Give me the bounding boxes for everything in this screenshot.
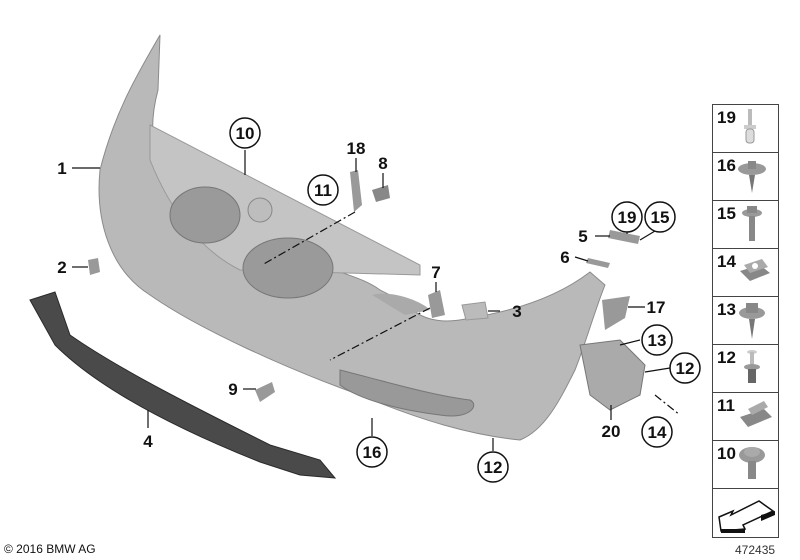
legend-number: 13	[717, 300, 736, 319]
callout-circle	[641, 324, 673, 356]
callout-number: 15	[651, 208, 670, 227]
callout-circle	[669, 352, 701, 384]
diagram-number: 472435	[735, 543, 776, 557]
callout-15[interactable]: 15	[644, 201, 676, 233]
legend-number: 14	[717, 252, 736, 271]
callout-number: 19	[618, 208, 637, 227]
callout-circle	[356, 436, 388, 468]
bracket-part-9[interactable]	[255, 382, 275, 402]
legend-number: 11	[717, 396, 735, 415]
holder-part-5[interactable]	[608, 230, 640, 244]
rivet-icon	[744, 109, 756, 144]
callout-number: 11	[314, 181, 332, 200]
pan-head-screw-icon	[739, 447, 765, 479]
callout-19[interactable]: 19	[611, 201, 643, 233]
callout-16[interactable]: 16	[356, 436, 388, 468]
callout-number: 2	[57, 258, 66, 277]
callout-number: 4	[143, 432, 153, 451]
callout-9[interactable]: 9	[228, 380, 237, 399]
callout-number: 12	[484, 458, 503, 477]
callout-18[interactable]: 18	[347, 139, 366, 158]
holder-part-6[interactable]	[586, 258, 610, 268]
callout-number: 10	[236, 124, 255, 143]
callout-14[interactable]: 14	[641, 416, 673, 448]
legend-item-14[interactable]: 14	[712, 248, 779, 296]
callout-circle	[611, 201, 643, 233]
callout-4[interactable]: 4	[143, 432, 153, 451]
callout-number: 13	[648, 331, 667, 350]
callout-number: 16	[363, 443, 382, 462]
callout-number: 14	[648, 423, 667, 442]
hex-washer-screw-icon	[739, 303, 765, 339]
copyright: © 2016 BMW AG	[4, 542, 96, 556]
legend-number: 19	[717, 108, 736, 127]
callout-7[interactable]: 7	[431, 263, 440, 282]
callout-11[interactable]: 11	[307, 174, 339, 206]
fastener-legend: 19 16 15 14 13 12 11 10	[712, 104, 779, 538]
callout-2[interactable]: 2	[57, 258, 66, 277]
callout-circle	[307, 174, 339, 206]
callout-number: 9	[228, 380, 237, 399]
callout-12[interactable]: 12	[477, 451, 509, 483]
callout-number: 8	[378, 154, 387, 173]
bracket-part-7[interactable]	[428, 290, 445, 318]
callout-number: 12	[676, 359, 695, 378]
legend-number: 12	[717, 348, 736, 367]
callout-number: 1	[57, 159, 66, 178]
callout-8[interactable]: 8	[378, 154, 387, 173]
callout-6[interactable]: 6	[560, 248, 569, 267]
callout-number: 5	[578, 227, 587, 246]
callout-number: 3	[512, 302, 521, 321]
bracket-part-18[interactable]	[350, 170, 362, 212]
callout-number: 18	[347, 139, 366, 158]
callout-12[interactable]: 12	[669, 352, 701, 384]
legend-item-10[interactable]: 10	[712, 440, 779, 488]
legend-number: 15	[717, 204, 736, 223]
cover-part-3[interactable]	[461, 301, 489, 321]
legend-item-12[interactable]: 12	[712, 344, 779, 392]
legend-item-16[interactable]: 16	[712, 152, 779, 200]
callout-number: 20	[602, 422, 621, 441]
legend-item-19[interactable]: 19	[712, 104, 779, 152]
legend-item-13[interactable]: 13	[712, 296, 779, 344]
callout-number: 7	[431, 263, 440, 282]
callout-17[interactable]: 17	[647, 298, 666, 317]
bracket-part-2[interactable]	[88, 258, 100, 275]
callout-5[interactable]: 5	[578, 227, 587, 246]
legend-number: 10	[717, 444, 736, 463]
callout-3[interactable]: 3	[512, 302, 521, 321]
bracket-part-20[interactable]	[579, 339, 646, 411]
callout-number: 17	[647, 298, 666, 317]
clip-nut-icon	[740, 259, 770, 281]
callout-labels: 1 10 18 8 11 2 7 3 19 15 56 17 13 12 9 4 16 12 20 14	[57, 117, 701, 483]
callout-circle	[477, 451, 509, 483]
washer-screw-icon	[738, 161, 766, 193]
direction-arrow-cell	[712, 488, 779, 538]
bracket-part-8[interactable]	[372, 185, 390, 202]
lower-grille-part[interactable]	[29, 291, 337, 479]
callout-number: 6	[560, 248, 569, 267]
callout-circle	[644, 201, 676, 233]
spring-clip-icon	[740, 401, 772, 427]
leader-lines	[72, 150, 671, 451]
legend-item-11[interactable]: 11	[712, 392, 779, 440]
hex-bolt-icon	[742, 206, 762, 241]
callout-1[interactable]: 1	[57, 159, 66, 178]
callout-circle	[641, 416, 673, 448]
expanding-rivet-icon	[744, 350, 760, 383]
direction-arrow-icon	[718, 500, 775, 533]
dash-lines	[261, 211, 681, 416]
callout-10[interactable]: 10	[229, 117, 261, 149]
callout-20[interactable]: 20	[602, 422, 621, 441]
callout-13[interactable]: 13	[641, 324, 673, 356]
legend-item-15[interactable]: 15	[712, 200, 779, 248]
bracket-part-17[interactable]	[602, 296, 630, 330]
front-bumper-part[interactable]	[98, 34, 606, 441]
legend-number: 16	[717, 156, 736, 175]
callout-circle	[229, 117, 261, 149]
